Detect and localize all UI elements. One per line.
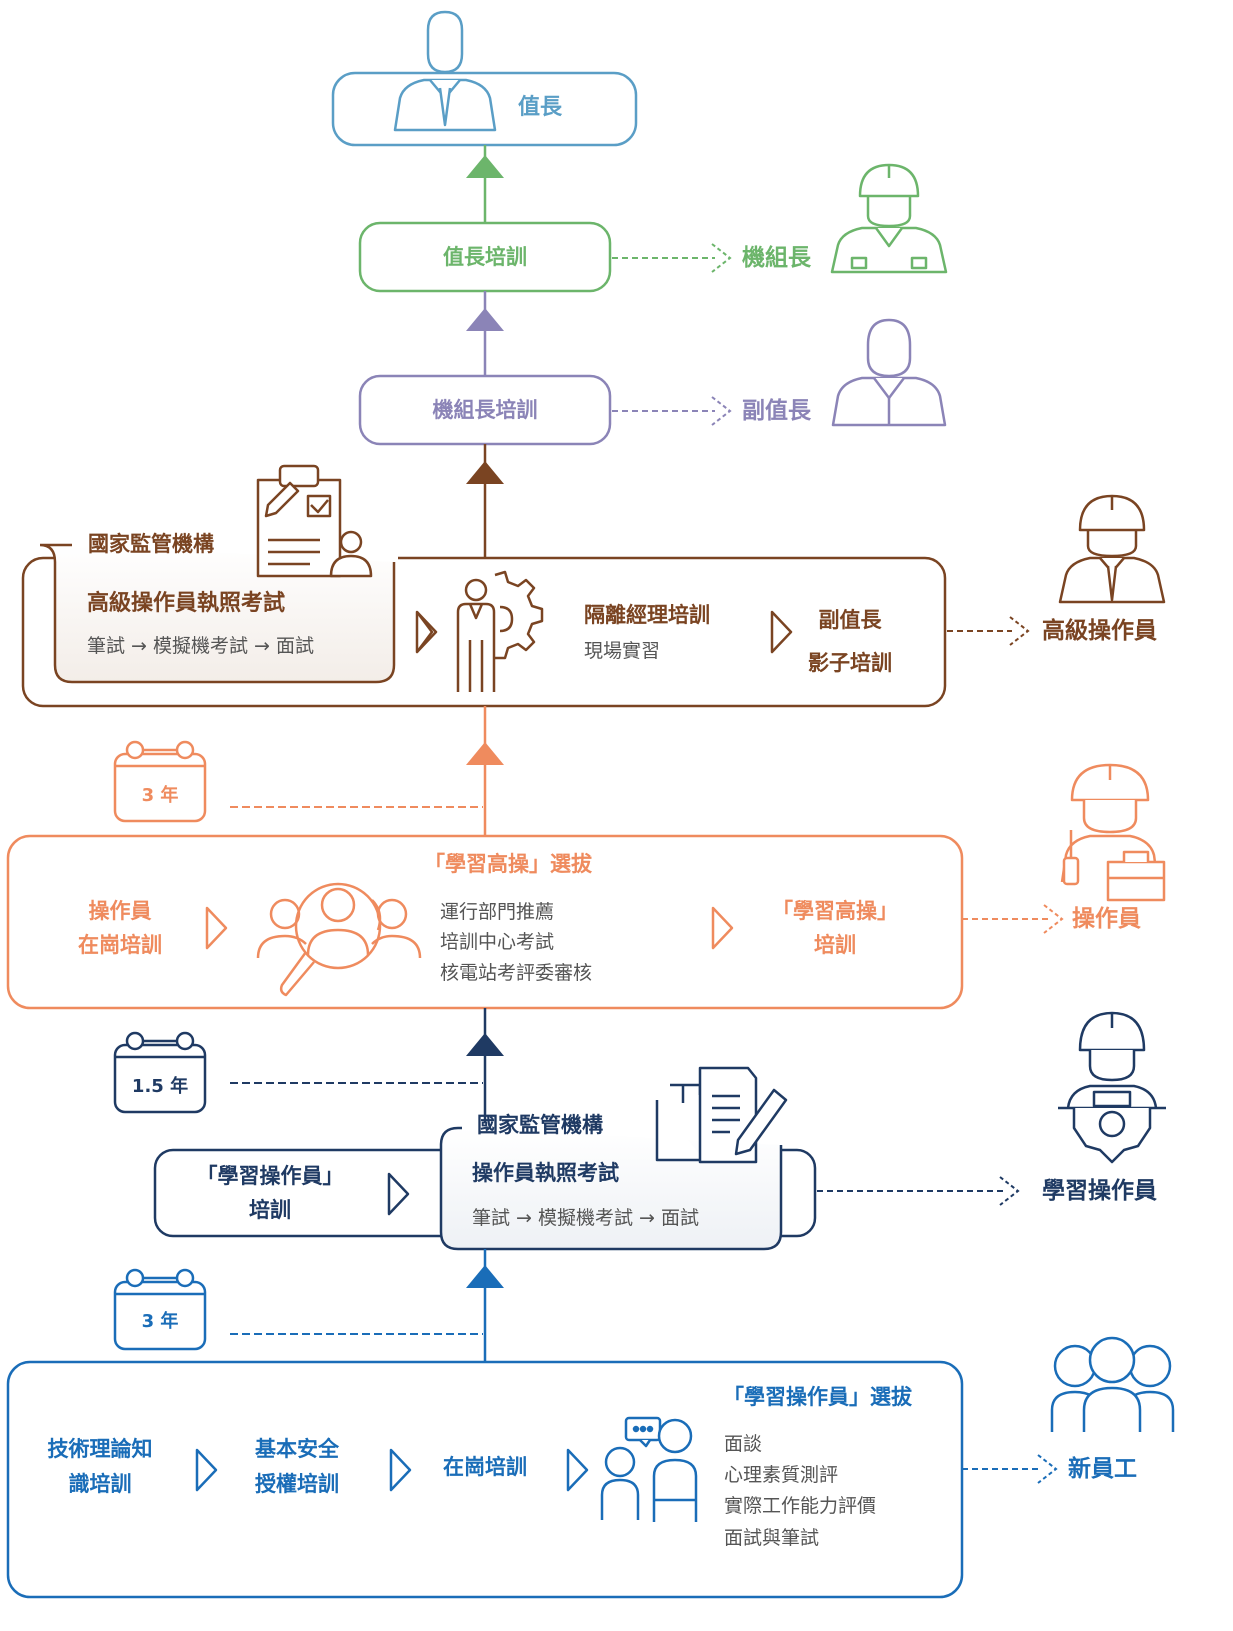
senior-learning-training-line2: 培訓 — [814, 933, 856, 957]
chief-person-icon — [393, 10, 497, 132]
up-arrow-navy — [466, 1033, 504, 1056]
new-stage-box — [6, 1360, 964, 1599]
duration-senior-label: 3 年 — [141, 785, 179, 806]
up-arrow-green — [466, 155, 504, 178]
trainee-result-label: 學習操作員 — [1042, 1178, 1157, 1204]
ojt-training-label: 在崗培訓 — [443, 1455, 527, 1479]
chief-label: 值長 — [518, 95, 563, 120]
chevron-7 — [389, 1448, 412, 1492]
operator-result-label: 操作員 — [1072, 906, 1141, 932]
senior-learning-training-line1: 「學習高操」 — [772, 899, 898, 923]
trainee-regulator-label: 國家監管機構 — [477, 1113, 603, 1137]
trainee-selection-item-3: 實際工作能力評價 — [724, 1495, 877, 1517]
operator-ojt-line2: 在崗培訓 — [78, 933, 162, 957]
calendar-icon-trainee — [113, 1268, 207, 1351]
up-arrow-blue — [466, 1265, 504, 1288]
senior-exam-subbox — [39, 543, 396, 684]
trainee-selection-item-2: 心理素質測評 — [724, 1464, 839, 1486]
deputy-person-icon — [831, 318, 947, 427]
new-employee-result-label: 新員工 — [1068, 1456, 1137, 1482]
deputy-result-label: 副值長 — [742, 398, 811, 424]
senior-selection-item-1: 運行部門推薦 — [440, 901, 555, 923]
operator-ojt-line1: 操作員 — [88, 899, 152, 923]
chevron-6 — [195, 1448, 218, 1492]
safety-training-line1: 基本安全 — [255, 1437, 339, 1461]
chevron-3 — [205, 906, 228, 950]
trainee-gear-icon — [1058, 1011, 1166, 1164]
up-arrow-purple — [466, 308, 504, 331]
chevron-2 — [770, 610, 793, 654]
chevron-5 — [387, 1172, 410, 1216]
isolation-training-sub: 現場實習 — [584, 640, 661, 662]
search-people-icon — [256, 882, 422, 997]
senior-exam-steps: 筆試 → 模擬機考試 → 面試 — [87, 635, 314, 657]
shadow-training-line1: 副值長 — [818, 608, 882, 632]
senior-selection-title: 「學習高操」選拔 — [424, 852, 592, 876]
trainee-selection-item-1: 面談 — [724, 1433, 763, 1455]
isolation-training-title: 隔離經理培訓 — [584, 603, 710, 627]
trainee-exam-title: 操作員執照考試 — [472, 1161, 619, 1185]
trainee-selection-title: 「學習操作員」選拔 — [723, 1385, 912, 1409]
gear-person-icon — [456, 570, 544, 692]
theory-training-line2: 識培訓 — [68, 1472, 132, 1496]
safety-training-line2: 授權培訓 — [255, 1472, 339, 1496]
unit-leader-result-label: 機組長 — [742, 245, 811, 271]
senior-exam-title: 高級操作員執照考試 — [87, 591, 286, 616]
duration-operator-label: 1.5 年 — [131, 1076, 189, 1097]
unit-leader-person-icon — [830, 163, 948, 274]
documents-icon — [655, 1066, 788, 1164]
group-people-icon — [1050, 1336, 1175, 1432]
senior-selection-item-2: 培訓中心考試 — [440, 931, 555, 953]
senior-selection-item-3: 核電站考評委審核 — [440, 962, 593, 984]
clipboard-icon — [256, 464, 373, 578]
trainee-selection-item-4: 面試與筆試 — [724, 1527, 820, 1549]
theory-training-line1: 技術理論知 — [47, 1437, 153, 1461]
senior-regulator-label: 國家監管機構 — [88, 532, 214, 556]
up-arrow-brown — [466, 461, 504, 484]
duration-trainee-label: 3 年 — [141, 1311, 179, 1332]
chevron-4 — [711, 906, 734, 950]
shadow-training-line2: 影子培訓 — [808, 651, 892, 675]
unit-leader-training-label: 機組長培訓 — [432, 398, 538, 422]
calendar-icon-senior — [113, 740, 207, 823]
trainee-training-line2: 培訓 — [249, 1198, 291, 1222]
senior-operator-result-label: 高級操作員 — [1042, 618, 1157, 644]
trainee-exam-steps: 筆試 → 模擬機考試 → 面試 — [472, 1207, 699, 1229]
operator-toolbox-icon — [1060, 763, 1166, 902]
calendar-icon-operator — [113, 1031, 207, 1114]
up-arrow-orange — [466, 742, 504, 765]
interview-icon — [600, 1416, 698, 1522]
senior-operator-icon — [1058, 494, 1166, 604]
trainee-training-line1: 「學習操作員」 — [196, 1164, 344, 1188]
shift-leader-training-label: 值長培訓 — [443, 245, 527, 269]
chevron-8 — [566, 1448, 589, 1492]
